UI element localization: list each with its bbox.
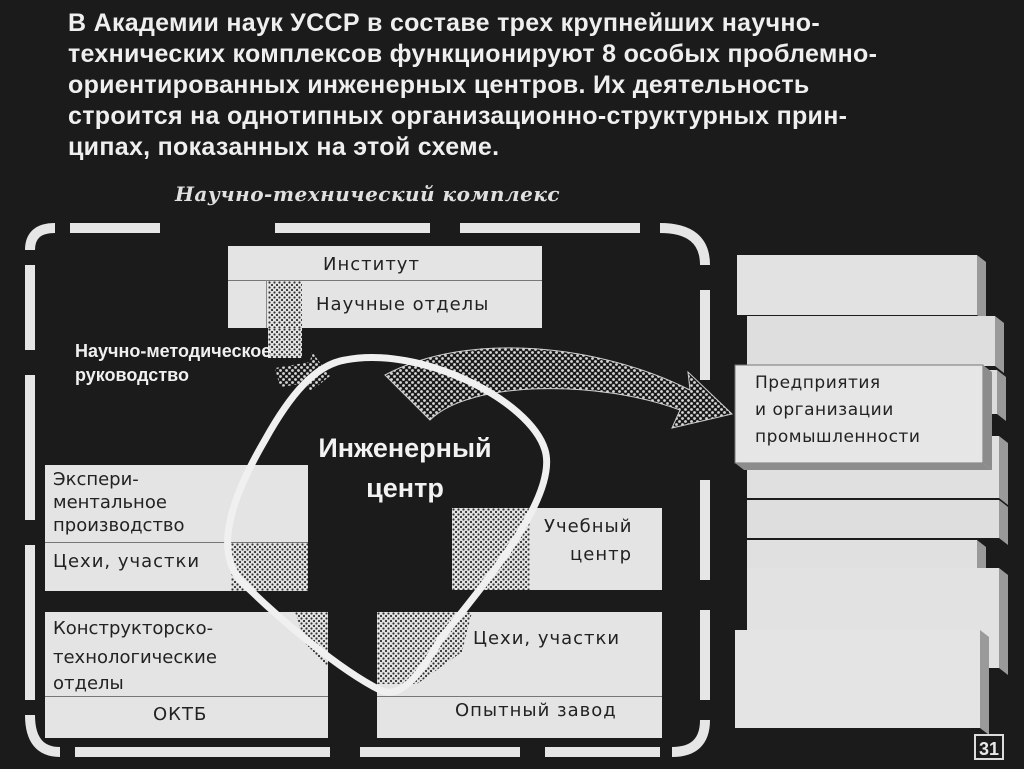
training-line-2: центр bbox=[570, 544, 633, 565]
industry-label: Предприятия и организации промышленности bbox=[755, 370, 920, 451]
caption-line-1: В Академии наук УССР в составе трех круп… bbox=[68, 9, 820, 37]
guidance-line-1: Научно-методическое bbox=[75, 341, 272, 361]
design-line-3: отделы bbox=[53, 673, 124, 694]
design-divider bbox=[45, 696, 328, 697]
industry-line-1: Предприятия bbox=[755, 373, 881, 393]
institute-divider bbox=[228, 280, 542, 281]
industry-line-2: и организации bbox=[755, 400, 894, 420]
plant-shops: Цехи, участки bbox=[473, 628, 621, 649]
industry-stack bbox=[734, 255, 1008, 735]
plant-box: Цехи, участки Опытный завод bbox=[377, 612, 662, 738]
institute-departments: Научные отделы bbox=[316, 294, 490, 315]
caption: В Академии наук УССР в составе трех круп… bbox=[68, 8, 968, 163]
caption-line-2: технических комплексов функционируют 8 о… bbox=[68, 40, 878, 68]
guidance-line-2: руководство bbox=[75, 365, 189, 385]
caption-line-5: ципах, показанных на этой схеме. bbox=[68, 133, 500, 161]
institute-dotted-cell bbox=[268, 281, 302, 328]
experimental-divider bbox=[45, 542, 308, 543]
institute-connector bbox=[268, 328, 302, 358]
experimental-shops: Цехи, участки bbox=[53, 551, 201, 572]
plant-name: Опытный завод bbox=[455, 700, 617, 721]
center-line-2: центр bbox=[366, 473, 444, 503]
institute-cell-1 bbox=[266, 280, 267, 328]
design-line-2: технологические bbox=[53, 647, 217, 668]
institute-box: Институт Научные отделы bbox=[228, 246, 542, 328]
experimental-line-1: Экспери- bbox=[53, 469, 139, 490]
caption-line-3: ориентированных инженерных центров. Их д… bbox=[68, 71, 810, 99]
design-line-1: Конструкторско- bbox=[53, 618, 214, 639]
experimental-box: Экспери- ментальное производство Цехи, у… bbox=[45, 465, 308, 591]
center-line-1: Инженерный bbox=[318, 433, 492, 463]
complex-frame bbox=[25, 223, 710, 757]
guidance-arrow bbox=[275, 352, 330, 392]
experimental-line-2: ментальное bbox=[53, 492, 167, 513]
complex-title: Научно-технический комплекс bbox=[175, 182, 561, 206]
caption-line-4: строится на однотипных организационно-ст… bbox=[68, 102, 848, 130]
plant-divider bbox=[377, 696, 662, 697]
guidance-label: Научно-методическое руководство bbox=[75, 339, 271, 387]
industry-line-3: промышленности bbox=[755, 427, 921, 447]
training-line-1: Учебный bbox=[544, 516, 633, 537]
page-number: 31 bbox=[974, 734, 1004, 760]
experimental-line-3: производство bbox=[53, 515, 185, 536]
institute-title: Институт bbox=[323, 254, 420, 275]
design-bureau: ОКТБ bbox=[153, 704, 208, 725]
engineering-center-label: Инженерный центр bbox=[295, 428, 515, 508]
